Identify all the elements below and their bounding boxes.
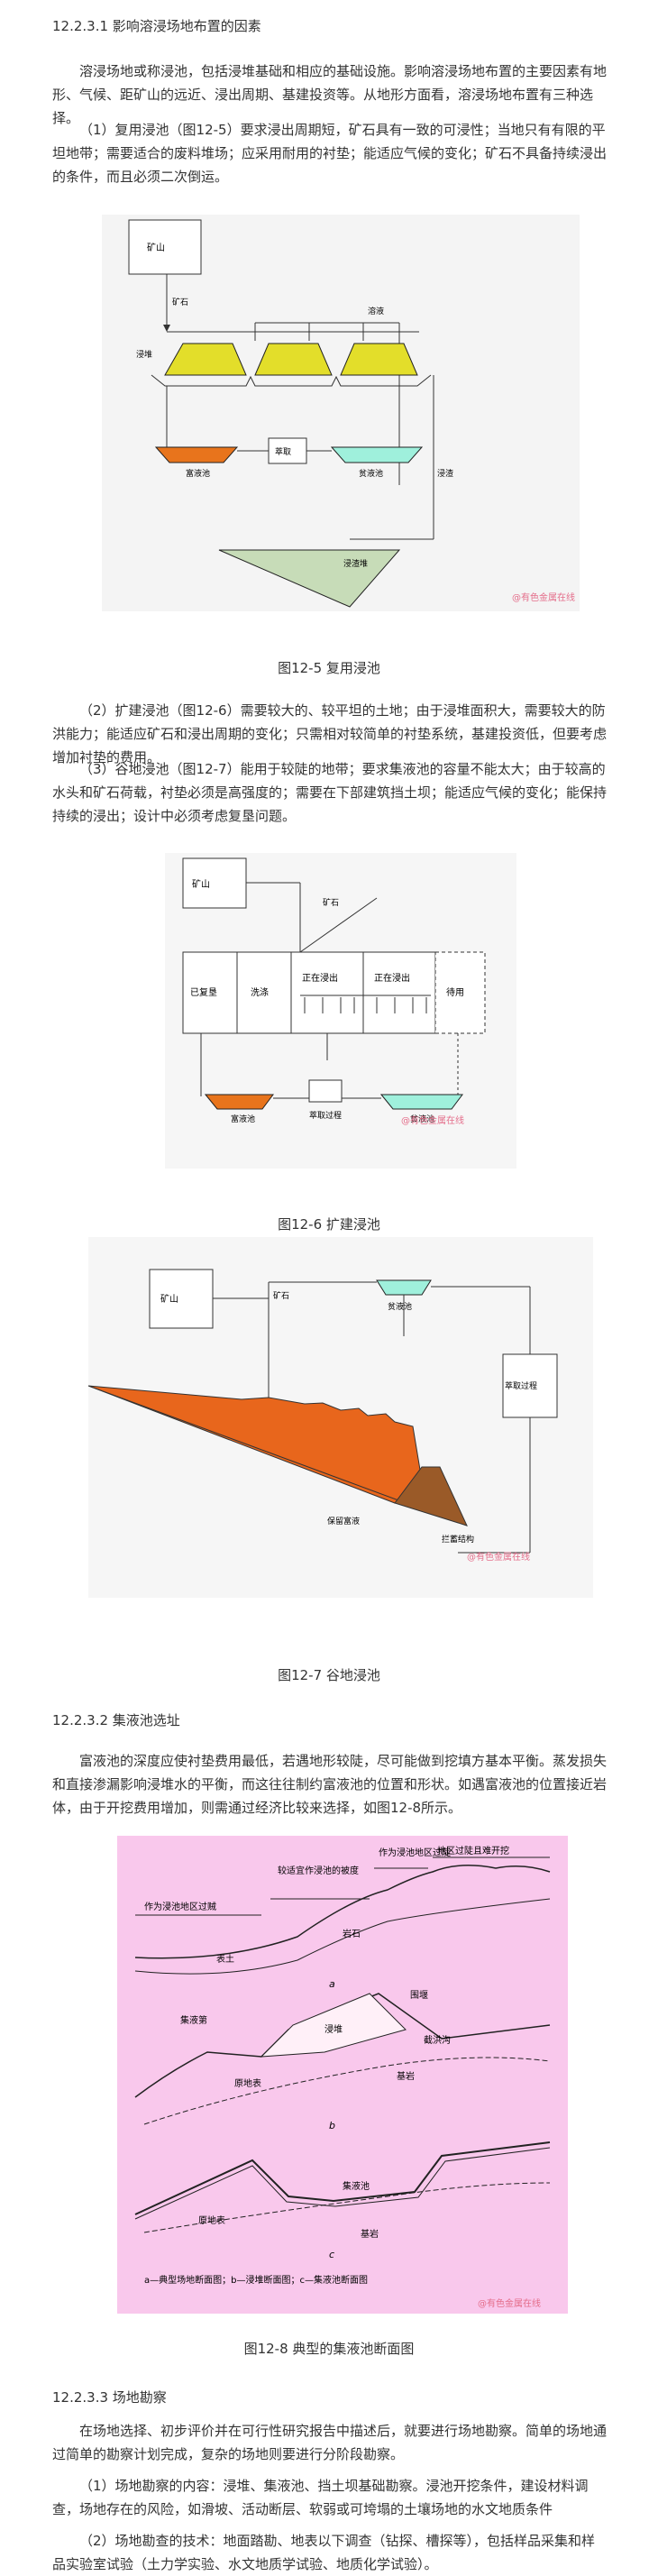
- site-survey-paragraph: 在场地选择、初步评价并在可行性研究报告中描述后，就要进行场地勘察。简单的场地通过…: [52, 2423, 608, 2462]
- fig5-heap-label: 浸堆: [136, 350, 152, 360]
- fig5-ore-label: 矿石: [172, 297, 188, 307]
- fig6-cell-leaching-2: 正在浸出: [374, 972, 410, 984]
- figure-12-6-diagram: 矿山 矿石 已复垦 洗涤 正在浸出 正在浸出 待用 富液池 萃取过程: [165, 853, 516, 1169]
- fig8-label-a3: 作为浸池地区过陡: [379, 1847, 451, 1858]
- figure-12-7-diagram: 矿山 矿石 贫液池 萃取过程 保留富液 拦蓄结构 @有色金属在线: [88, 1237, 593, 1598]
- fig5-heap-1: [164, 343, 247, 376]
- fig7-extraction-label: 萃取过程: [505, 1380, 537, 1391]
- figure-12-8-caption: 图12-8 典型的集液池断面图: [243, 2341, 415, 2357]
- fig8-heap-shape: [260, 1993, 407, 2058]
- figure-12-5-diagram: 矿山 矿石 溶液 浸堆 浸渣 富液池 萃取 贫液池 浸渣: [102, 215, 580, 611]
- fig6-rich-pond-label: 富液池: [231, 1114, 255, 1124]
- fig6-cell-standby: 待用: [446, 986, 464, 998]
- fig6-lean-pond-label: 贫液池: [410, 1114, 434, 1124]
- fig8-tag-b: b: [329, 2120, 335, 2131]
- fig5-heap-2: [254, 343, 333, 376]
- fig8-bedrock-label: 基岩: [397, 2070, 415, 2082]
- fig6-mine-label: 矿山: [192, 878, 210, 890]
- figure-12-7-caption: 图12-7 谷地浸池: [278, 1667, 380, 1683]
- fig8-label-a2: 较适宜作浸池的被度: [278, 1865, 359, 1876]
- survey-content-paragraph: （1）场地勘察的内容：浸堆、集液池、挡土坝基础勘察。浸池开挖条件，建设材料调查，…: [52, 2478, 589, 2517]
- fig8-collection-label: 集液第: [180, 2014, 207, 2026]
- fig5-rich-pond-label: 富液池: [186, 468, 210, 479]
- fig8-dike-label: 围堰: [410, 1990, 428, 2001]
- fig6-lean-pond: [379, 1094, 463, 1110]
- intro-paragraph: 溶浸场地或称浸池，包括浸堆基础和相应的基础设施。影响溶浸场地布置的主要因素有地形…: [52, 63, 608, 126]
- fig5-rich-pond: [154, 446, 239, 463]
- fig8-original-surface-label: 原地表: [234, 2077, 261, 2089]
- fig7-lean-pond-label: 贫液池: [388, 1301, 412, 1312]
- fig6-ore-label: 矿石: [323, 897, 339, 908]
- fig5-extraction-label: 萃取: [275, 447, 291, 457]
- survey-technique-paragraph: （2）场地勘查的技术：地面踏勘、地表以下调查（钻探、槽探等），包括样品采集和样品…: [52, 2533, 596, 2572]
- fig8-heap-label: 浸堆: [324, 2024, 343, 2035]
- fig8-label-a1: 作为浸池地区过贼: [144, 1901, 216, 1912]
- section-heading-12-2-3-2: 12.2.3.2 集液池选址: [52, 1712, 180, 1728]
- fig5-waste-heap: [218, 549, 401, 608]
- fig5-solution-label: 溶液: [368, 306, 384, 316]
- item-3-paragraph: （3）谷地浸池（图12-7）能用于较陡的地带；要求集液池的容量不能太大；由于较高…: [52, 761, 608, 824]
- fig5-heap-3: [340, 343, 418, 376]
- fig5-lean-pond-label: 贫液池: [359, 468, 383, 479]
- fig8-label-a4: 地区过陡且难开挖: [437, 1845, 509, 1856]
- figure-12-8-diagram: 作为浸池地区过贼 较适宜作浸池的被度 作为浸池地区过陡 地区过陡且难开挖 表土 …: [117, 1836, 568, 2314]
- fig8-bedrock2-label: 基岩: [361, 2228, 379, 2240]
- fig5-watermark: @有色金属在线: [512, 591, 575, 603]
- fig6-cell-reclaimed: 已复垦: [190, 986, 217, 998]
- fig8-rock-label: 岩石: [343, 1928, 361, 1939]
- section-heading-12-2-3-3: 12.2.3.3 场地勘察: [52, 2389, 167, 2406]
- fig7-dam-label: 拦蓄结构: [442, 1534, 474, 1545]
- fig8-topsoil-label: 表土: [216, 1953, 234, 1965]
- section-heading-12-2-3-1: 12.2.3.1 影响溶浸场地布置的因素: [52, 18, 261, 34]
- fig7-dam: [394, 1466, 468, 1526]
- fig8-pond-label: 集液池: [343, 2180, 370, 2192]
- fig6-cell-washing: 洗涤: [251, 986, 269, 998]
- fig5-residue-label: 浸渣: [437, 468, 453, 479]
- fig6-cell-leaching-1: 正在浸出: [302, 972, 338, 984]
- item-1-paragraph: （1）复用浸池（图12-5）要求浸出周期短，矿石具有一致的可浸性；当地只有有限的…: [52, 122, 608, 185]
- fig5-lean-pond: [330, 446, 424, 463]
- fig7-mine-label: 矿山: [160, 1293, 178, 1305]
- fig8-ditch-label: 截洪沟: [424, 2034, 451, 2046]
- fig7-watermark: @有色金属在线: [467, 1551, 530, 1563]
- fig8-watermark: @有色金属在线: [478, 2297, 541, 2309]
- fig8-tag-a: a: [329, 1978, 335, 1990]
- fig8-original-surface2-label: 原地表: [198, 2214, 225, 2226]
- fig5-waste-heap-label: 浸渣堆: [343, 558, 368, 569]
- fig6-watermark: @有色金属在线: [401, 1114, 464, 1126]
- fig6-extraction-label: 萃取过程: [309, 1110, 342, 1121]
- fig6-rich-pond: [204, 1094, 274, 1110]
- fig8-tag-c: c: [329, 2249, 334, 2260]
- item-2-paragraph: （2）扩建浸池（图12-6）需要较大的、较平坦的土地；由于浸堆面积大，需要较大的…: [52, 702, 608, 765]
- fig8-legend: a—典型场地断面图；b—浸堆断面图；c—集液池断面图: [144, 2274, 368, 2286]
- figure-12-6-caption: 图12-6 扩建浸池: [278, 1216, 380, 1233]
- fig5-mine-label: 矿山: [147, 242, 165, 253]
- collection-pond-paragraph: 富液池的深度应使衬垫费用最低，若遇地形较陡，尽可能做到挖填方基本平衡。蒸发损失和…: [52, 1753, 608, 1816]
- fig7-preserve-label: 保留富液: [327, 1516, 360, 1526]
- figure-12-5-caption: 图12-5 复用浸池: [278, 660, 380, 676]
- fig7-ore-label: 矿石: [273, 1290, 289, 1301]
- fig7-lean-pond: [376, 1279, 432, 1296]
